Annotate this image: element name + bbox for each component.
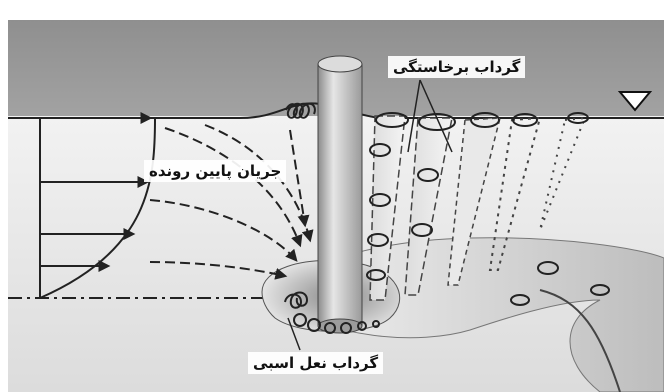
wake-vortex-label: گرداب برخاستگی xyxy=(388,56,525,78)
downflow-label: جریان پایین رونده xyxy=(144,160,286,182)
horseshoe-vortex-label: گرداب نعل اسبی xyxy=(248,352,383,374)
bridge-pier xyxy=(318,56,362,333)
